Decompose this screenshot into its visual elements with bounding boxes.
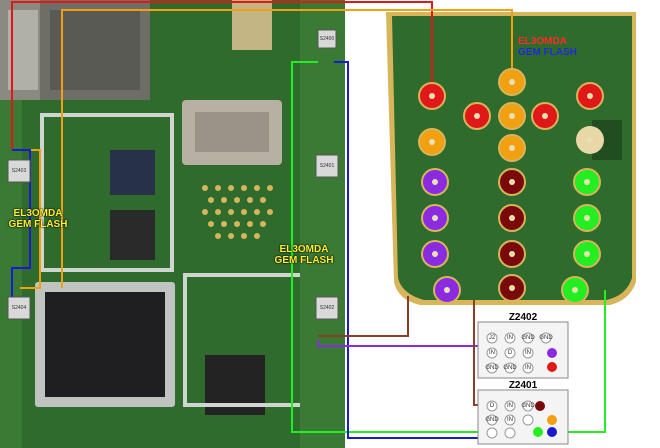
pad-caption: GND bbox=[539, 335, 553, 341]
annotation-left: EL3OMDA GEM FLASH bbox=[8, 208, 68, 230]
component-tag: S2403 bbox=[11, 168, 27, 174]
pad-caption: GND bbox=[485, 365, 499, 371]
component-tag: S2402 bbox=[319, 305, 335, 311]
pad-centers bbox=[429, 79, 593, 293]
annotation-right-line1: EL3OMDA bbox=[518, 36, 567, 47]
annotation-left-line1: EL3OMDA bbox=[13, 208, 63, 219]
pad-caption: D bbox=[507, 350, 513, 356]
via-grid bbox=[202, 185, 273, 239]
pad-caption: IN bbox=[507, 403, 513, 409]
connector-z2402 bbox=[477, 321, 569, 379]
pad-caption: IN bbox=[507, 335, 513, 341]
pad-caption: GND bbox=[521, 335, 535, 341]
annotation-right: EL3OMDA GEM FLASH bbox=[518, 36, 628, 58]
annotation-middle-line2: GEM FLASH bbox=[274, 255, 334, 266]
component-tag-group bbox=[7, 29, 339, 320]
pad-caption: J2 bbox=[488, 335, 496, 341]
annotation-middle: EL3OMDA GEM FLASH bbox=[266, 244, 342, 266]
component-tag: S2400 bbox=[319, 36, 335, 42]
pad-caption: GND bbox=[521, 403, 535, 409]
wire-purple bbox=[317, 340, 545, 347]
pad-caption: IN bbox=[489, 350, 495, 356]
component-tag: S2401 bbox=[319, 163, 335, 169]
annotation-right-line2: GEM FLASH bbox=[518, 47, 577, 58]
wire-green bbox=[291, 61, 606, 433]
pad-caption: D bbox=[489, 403, 495, 409]
connector-label-z2402: Z2402 bbox=[508, 312, 538, 323]
pad-caption: IN bbox=[525, 365, 531, 371]
connector-label-z2401: Z2401 bbox=[508, 380, 538, 391]
pad-caption: GND bbox=[503, 365, 517, 371]
pad-caption: IN bbox=[507, 417, 513, 423]
pad-caption: IN bbox=[525, 350, 531, 356]
annotation-middle-line1: EL3OMDA bbox=[279, 244, 329, 255]
annotation-left-line2: GEM FLASH bbox=[8, 219, 68, 230]
main-pcb bbox=[0, 0, 345, 448]
connector-z2401 bbox=[477, 389, 569, 445]
wire-red bbox=[11, 1, 433, 150]
pad-caption: GND bbox=[485, 417, 499, 423]
component-tag: S2404 bbox=[11, 305, 27, 311]
